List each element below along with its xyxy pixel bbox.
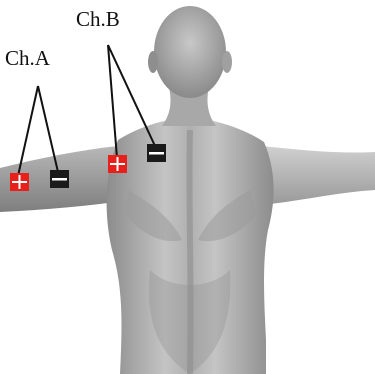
channel-b-label: Ch.B <box>76 9 120 30</box>
right-ear <box>222 51 232 73</box>
right-arm <box>262 146 375 204</box>
channel-a-label: Ch.A <box>5 48 50 69</box>
left-ear <box>148 51 158 73</box>
electrode-a-negative <box>50 170 69 188</box>
electrode-b-positive <box>108 155 127 173</box>
head <box>154 6 226 98</box>
electrode-b-negative <box>147 144 166 162</box>
electrode-a-positive <box>10 173 29 191</box>
